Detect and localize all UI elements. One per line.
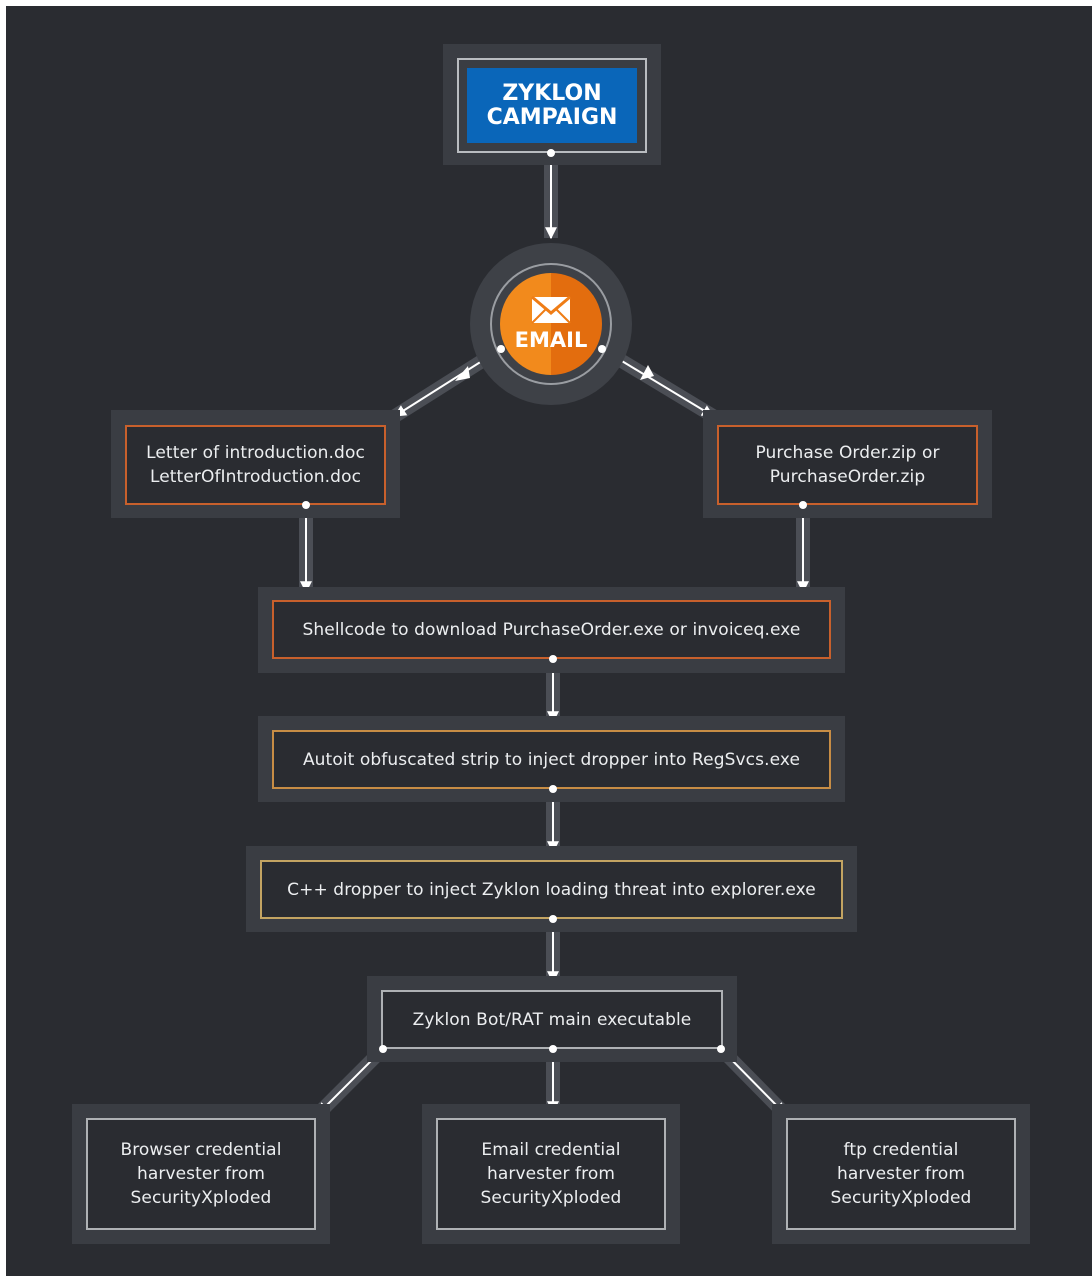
email-harvester-line1: Email credential bbox=[481, 1140, 621, 1160]
email-harvester-line3: SecurityXploded bbox=[480, 1188, 622, 1208]
email-harvester-line2: harvester from bbox=[486, 1164, 616, 1184]
shellcode-node: Shellcode to download PurchaseOrder.exe … bbox=[272, 600, 831, 659]
email-node: EMAIL bbox=[500, 273, 602, 375]
ftp-harvester-line2: harvester from bbox=[836, 1164, 966, 1184]
ftp-harvester-node: ftp credential harvester from SecurityXp… bbox=[786, 1118, 1016, 1230]
browser-harvester-line1: Browser credential bbox=[120, 1140, 282, 1160]
dropper-label: C++ dropper to inject Zyklon loading thr… bbox=[287, 879, 816, 900]
ftp-harvester-line1: ftp credential bbox=[843, 1140, 959, 1160]
left-attachment-node: Letter of introduction.doc LetterOfIntro… bbox=[125, 425, 386, 505]
dropper-node: C++ dropper to inject Zyklon loading thr… bbox=[260, 860, 843, 919]
browser-harvester-line3: SecurityXploded bbox=[130, 1188, 272, 1208]
main-executable-node: Zyklon Bot/RAT main executable bbox=[381, 990, 723, 1049]
left-attachment-line2: LetterOfIntroduction.doc bbox=[149, 467, 362, 487]
mid-arrow-left bbox=[455, 366, 470, 381]
campaign-title-line2: CAMPAIGN bbox=[486, 104, 618, 130]
mid-arrow-right bbox=[640, 365, 654, 380]
email-harvester-node: Email credential harvester from Security… bbox=[436, 1118, 666, 1230]
campaign-title-line1: ZYKLON bbox=[502, 80, 602, 106]
browser-harvester-node: Browser credential harvester from Securi… bbox=[86, 1118, 316, 1230]
browser-harvester-line2: harvester from bbox=[136, 1164, 266, 1184]
shellcode-label: Shellcode to download PurchaseOrder.exe … bbox=[302, 619, 801, 640]
autoit-node: Autoit obfuscated strip to inject droppe… bbox=[272, 730, 831, 789]
email-node-ring bbox=[490, 263, 612, 385]
envelope-icon bbox=[531, 296, 571, 324]
left-attachment-line1: Letter of introduction.doc bbox=[146, 443, 365, 463]
campaign-title-node: ZYKLON CAMPAIGN bbox=[457, 58, 647, 153]
campaign-title: ZYKLON CAMPAIGN bbox=[467, 68, 637, 143]
autoit-label: Autoit obfuscated strip to inject droppe… bbox=[302, 749, 801, 770]
right-attachment-node: Purchase Order.zip or PurchaseOrder.zip bbox=[717, 425, 978, 505]
right-attachment-line2: PurchaseOrder.zip bbox=[769, 467, 926, 487]
email-label: EMAIL bbox=[514, 328, 588, 352]
right-attachment-line1: Purchase Order.zip or bbox=[755, 443, 940, 463]
main-executable-label: Zyklon Bot/RAT main executable bbox=[412, 1009, 692, 1030]
ftp-harvester-line3: SecurityXploded bbox=[830, 1188, 972, 1208]
